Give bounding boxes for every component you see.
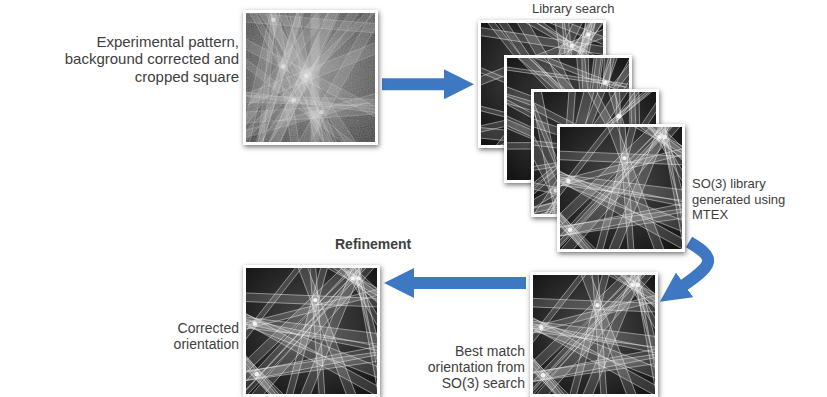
pattern-detail	[246, 88, 375, 120]
pattern-detail	[246, 13, 375, 142]
panel-caption: Library search	[532, 2, 682, 17]
pattern-panel: Corrected orientation	[243, 265, 380, 397]
pattern-detail	[533, 311, 655, 394]
flow-arrow	[382, 78, 450, 90]
pattern-detail	[313, 298, 317, 302]
pattern-detail	[246, 13, 375, 142]
pattern-detail	[533, 306, 655, 394]
panel-caption: Best match orientation from SO(3) search	[403, 343, 525, 391]
library-stack: Library search	[478, 20, 685, 252]
library-card	[557, 124, 685, 252]
kikuchi-pattern	[246, 13, 375, 142]
pattern-panel: Experimental pattern, background correct…	[243, 10, 378, 145]
pattern-detail	[560, 155, 682, 249]
flow-arrow	[408, 277, 526, 289]
pattern-detail	[246, 301, 377, 394]
pattern-detail	[539, 325, 543, 329]
kikuchi-pattern	[560, 127, 682, 249]
pattern-detail	[246, 13, 375, 142]
pattern-detail	[541, 373, 545, 377]
pattern-detail	[246, 81, 375, 113]
pattern-detail	[246, 296, 377, 394]
pattern-detail	[246, 13, 375, 142]
pattern-detail	[246, 13, 375, 142]
pattern-detail	[616, 114, 620, 118]
pattern-detail	[292, 98, 296, 102]
panel-caption: Corrected orientation	[149, 320, 239, 352]
kikuchi-pattern	[246, 268, 377, 394]
pattern-detail	[246, 13, 375, 142]
pattern-detail	[586, 32, 590, 36]
pattern-detail	[271, 18, 275, 22]
pattern-detail	[246, 305, 377, 394]
pattern-panel: Best match orientation from SO(3) search	[530, 272, 658, 397]
panel-caption: Experimental pattern, background correct…	[61, 33, 239, 85]
pattern-detail	[255, 372, 259, 376]
edge-label: SO(3) library generated using MTEX	[690, 176, 824, 223]
pattern-detail	[319, 110, 323, 114]
pattern-detail	[246, 13, 375, 142]
pattern-detail	[533, 302, 655, 394]
pattern-detail	[246, 33, 375, 142]
kikuchi-pattern	[533, 275, 655, 394]
pattern-detail	[560, 165, 682, 249]
pattern-detail	[566, 179, 570, 183]
pattern-detail	[246, 13, 375, 142]
pattern-detail	[246, 84, 375, 116]
pattern-detail	[622, 156, 626, 160]
pattern-detail	[253, 321, 257, 325]
pattern-detail	[568, 228, 572, 232]
pattern-detail	[246, 13, 375, 142]
pattern-detail	[595, 303, 599, 307]
edge-label: Refinement	[333, 236, 437, 253]
pattern-detail	[560, 160, 682, 249]
